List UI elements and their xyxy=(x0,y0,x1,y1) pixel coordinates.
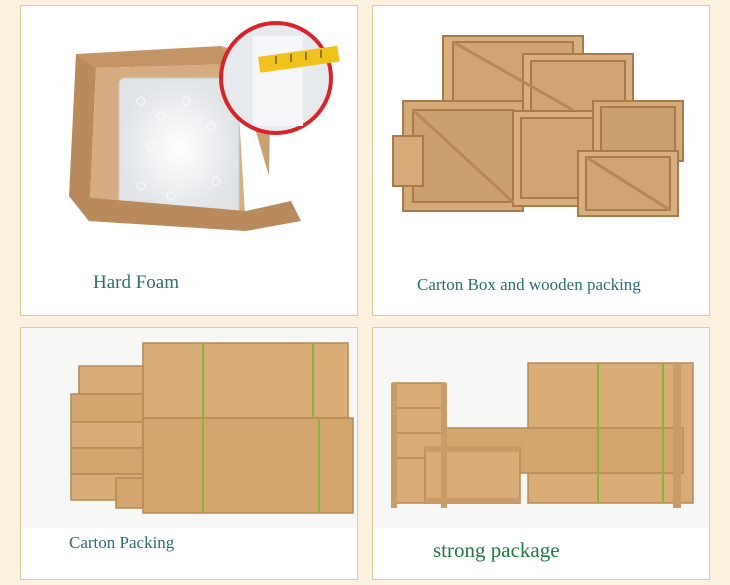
caption-strong-package: strong package xyxy=(433,538,560,562)
caption-wooden-packing: Carton Box and wooden packing xyxy=(417,275,641,294)
caption-carton-packing: Carton Packing xyxy=(69,533,175,552)
product-panel-strong-package: strong package xyxy=(372,327,710,580)
wooden-crates-photo xyxy=(392,35,684,217)
hard-foam-photo xyxy=(69,21,340,231)
framed-cartons-photo xyxy=(373,328,709,528)
product-panel-hard-foam: Hard Foam xyxy=(20,5,358,316)
product-panel-carton-packing: Carton Packing xyxy=(20,327,358,580)
product-panel-wooden-packing: Carton Box and wooden packing xyxy=(372,5,710,316)
caption-hard-foam: Hard Foam xyxy=(93,272,180,293)
carton-boxes-photo xyxy=(21,328,357,528)
